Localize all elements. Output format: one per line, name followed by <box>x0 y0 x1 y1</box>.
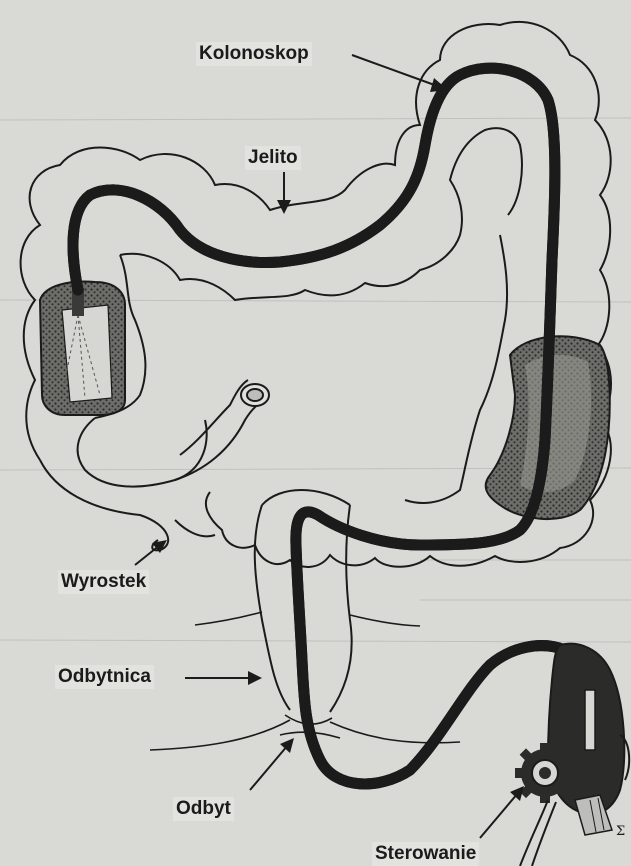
label-sterowanie: Sterowanie <box>372 842 479 866</box>
leader-arrows <box>135 55 524 838</box>
label-odbytnica: Odbytnica <box>55 665 154 689</box>
ileum-loop <box>175 380 269 480</box>
control-handle <box>515 644 629 866</box>
caecum-cutaway <box>40 282 125 415</box>
control-wheel-icon <box>515 743 575 803</box>
label-odbyt: Odbyt <box>173 797 234 821</box>
label-jelito: Jelito <box>245 146 301 170</box>
label-kolonoskop: Kolonoskop <box>196 42 312 66</box>
handle-mark: Σ <box>616 824 625 839</box>
label-wyrostek: Wyrostek <box>58 570 149 594</box>
